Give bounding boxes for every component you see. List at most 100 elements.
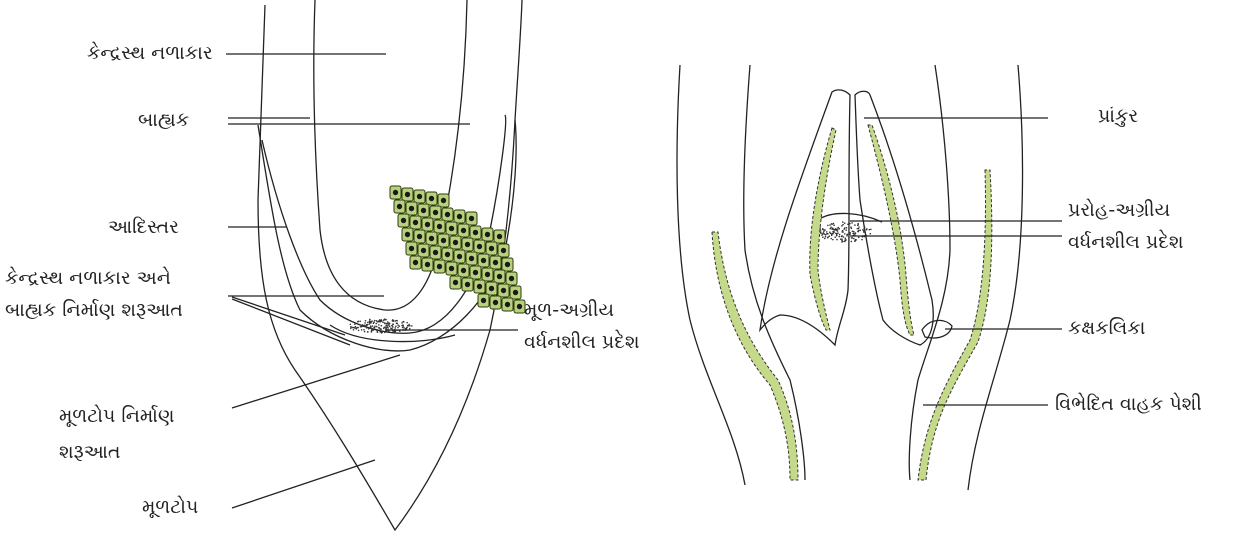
- stipple-dot: [853, 231, 855, 233]
- cell-nucleus: [489, 286, 494, 291]
- label-root-meristem-line2: વર્ધનશીલ પ્રદેશ: [524, 330, 639, 354]
- vascular-strand-left: [712, 232, 798, 480]
- stipple-dot: [357, 327, 359, 329]
- stipple-dot: [849, 223, 851, 225]
- stipple-dot: [833, 223, 835, 225]
- stipple-dot: [354, 327, 356, 329]
- cell-nucleus: [409, 246, 414, 251]
- stipple-dot: [823, 229, 825, 231]
- cell-nucleus: [425, 262, 430, 267]
- stipple-dot: [403, 321, 405, 323]
- stipple-dot: [845, 239, 847, 241]
- stipple-dot: [831, 235, 833, 237]
- cell-nucleus: [477, 284, 482, 289]
- cell-nucleus: [453, 280, 458, 285]
- label-initiation-line2: બાહ્યક નિર્માણ શરૂઆત: [5, 298, 183, 322]
- stipple-dot: [841, 241, 843, 243]
- cell-nucleus: [485, 232, 490, 237]
- stipple-dot: [827, 225, 829, 227]
- cell-nucleus: [421, 248, 426, 253]
- stipple-dot: [379, 319, 381, 321]
- stipple-dot: [826, 233, 828, 235]
- vascular-strand-right: [918, 170, 992, 480]
- stipple-dot: [870, 229, 872, 231]
- stipple-dot: [406, 322, 408, 324]
- stipple-dot: [848, 236, 850, 238]
- stipple-dot: [405, 328, 407, 330]
- cell-nucleus: [457, 214, 462, 219]
- stipple-dot: [411, 325, 413, 327]
- stipple-dot: [870, 233, 872, 235]
- stipple-dot: [858, 237, 860, 239]
- stipple-dot: [849, 232, 851, 234]
- stipple-dot: [823, 231, 825, 233]
- label-cap-init-line2: શરૂઆત: [59, 440, 121, 464]
- stipple-dot: [843, 228, 845, 230]
- stipple-dot: [824, 238, 826, 240]
- stipple-dot: [850, 226, 852, 228]
- stipple-dot: [350, 323, 352, 325]
- stipple-dot: [851, 241, 853, 243]
- cell-nucleus: [449, 266, 454, 271]
- cell-nucleus: [501, 288, 506, 293]
- shoot-left-inner-wall: [744, 65, 805, 480]
- stipple-dot: [837, 230, 839, 232]
- stipple-dot: [364, 322, 366, 324]
- stipple-dot: [369, 319, 371, 321]
- stipple-dot: [842, 224, 844, 226]
- cell-nucleus: [441, 238, 446, 243]
- stipple-dot: [830, 238, 832, 240]
- stipple-dot: [859, 230, 861, 232]
- stipple-dot: [847, 233, 849, 235]
- root-cell-cluster: [390, 186, 525, 313]
- stipple-dot: [831, 228, 833, 230]
- stipple-dot: [380, 331, 382, 333]
- root-meristem-stipple: [350, 318, 413, 333]
- stipple-dot: [371, 328, 373, 330]
- stipple-dot: [401, 322, 403, 324]
- cell-nucleus: [497, 234, 502, 239]
- stipple-dot: [379, 328, 381, 330]
- stipple-dot: [402, 327, 404, 329]
- stipple-dot: [855, 239, 857, 241]
- stipple-dot: [819, 227, 821, 229]
- stipple-dot: [846, 227, 848, 229]
- stipple-dot: [357, 321, 359, 323]
- stipple-dot: [399, 325, 401, 327]
- stipple-dot: [366, 327, 368, 329]
- cell-nucleus: [497, 274, 502, 279]
- cell-nucleus: [413, 220, 418, 225]
- cell-nucleus: [405, 192, 410, 197]
- stipple-dot: [378, 324, 380, 326]
- stipple-dot: [866, 229, 868, 231]
- root-tip-diagram: [226, 0, 525, 530]
- stipple-dot: [838, 236, 840, 238]
- stipple-dot: [830, 226, 832, 228]
- cell-nucleus: [449, 226, 454, 231]
- stipple-dot: [374, 320, 376, 322]
- stipple-dot: [849, 233, 851, 235]
- stipple-dot: [370, 326, 372, 328]
- cell-nucleus: [445, 212, 450, 217]
- stipple-dot: [362, 324, 364, 326]
- stipple-dot: [836, 239, 838, 241]
- cell-nucleus: [429, 196, 434, 201]
- cell-nucleus: [485, 272, 490, 277]
- stipple-dot: [376, 326, 378, 328]
- stipple-dot: [409, 325, 411, 327]
- leader-initiation-diag-b: [232, 299, 350, 345]
- stipple-dot: [838, 228, 840, 230]
- cell-nucleus: [493, 260, 498, 265]
- stipple-dot: [822, 236, 824, 238]
- stipple-dot: [863, 230, 865, 232]
- stipple-dot: [857, 228, 859, 230]
- stipple-dot: [384, 318, 386, 320]
- stipple-dot: [387, 321, 389, 323]
- cell-nucleus: [437, 224, 442, 229]
- stipple-dot: [354, 323, 356, 325]
- stipple-dot: [388, 330, 390, 332]
- stipple-dot: [863, 228, 865, 230]
- cell-nucleus: [505, 302, 510, 307]
- stipple-dot: [392, 326, 394, 328]
